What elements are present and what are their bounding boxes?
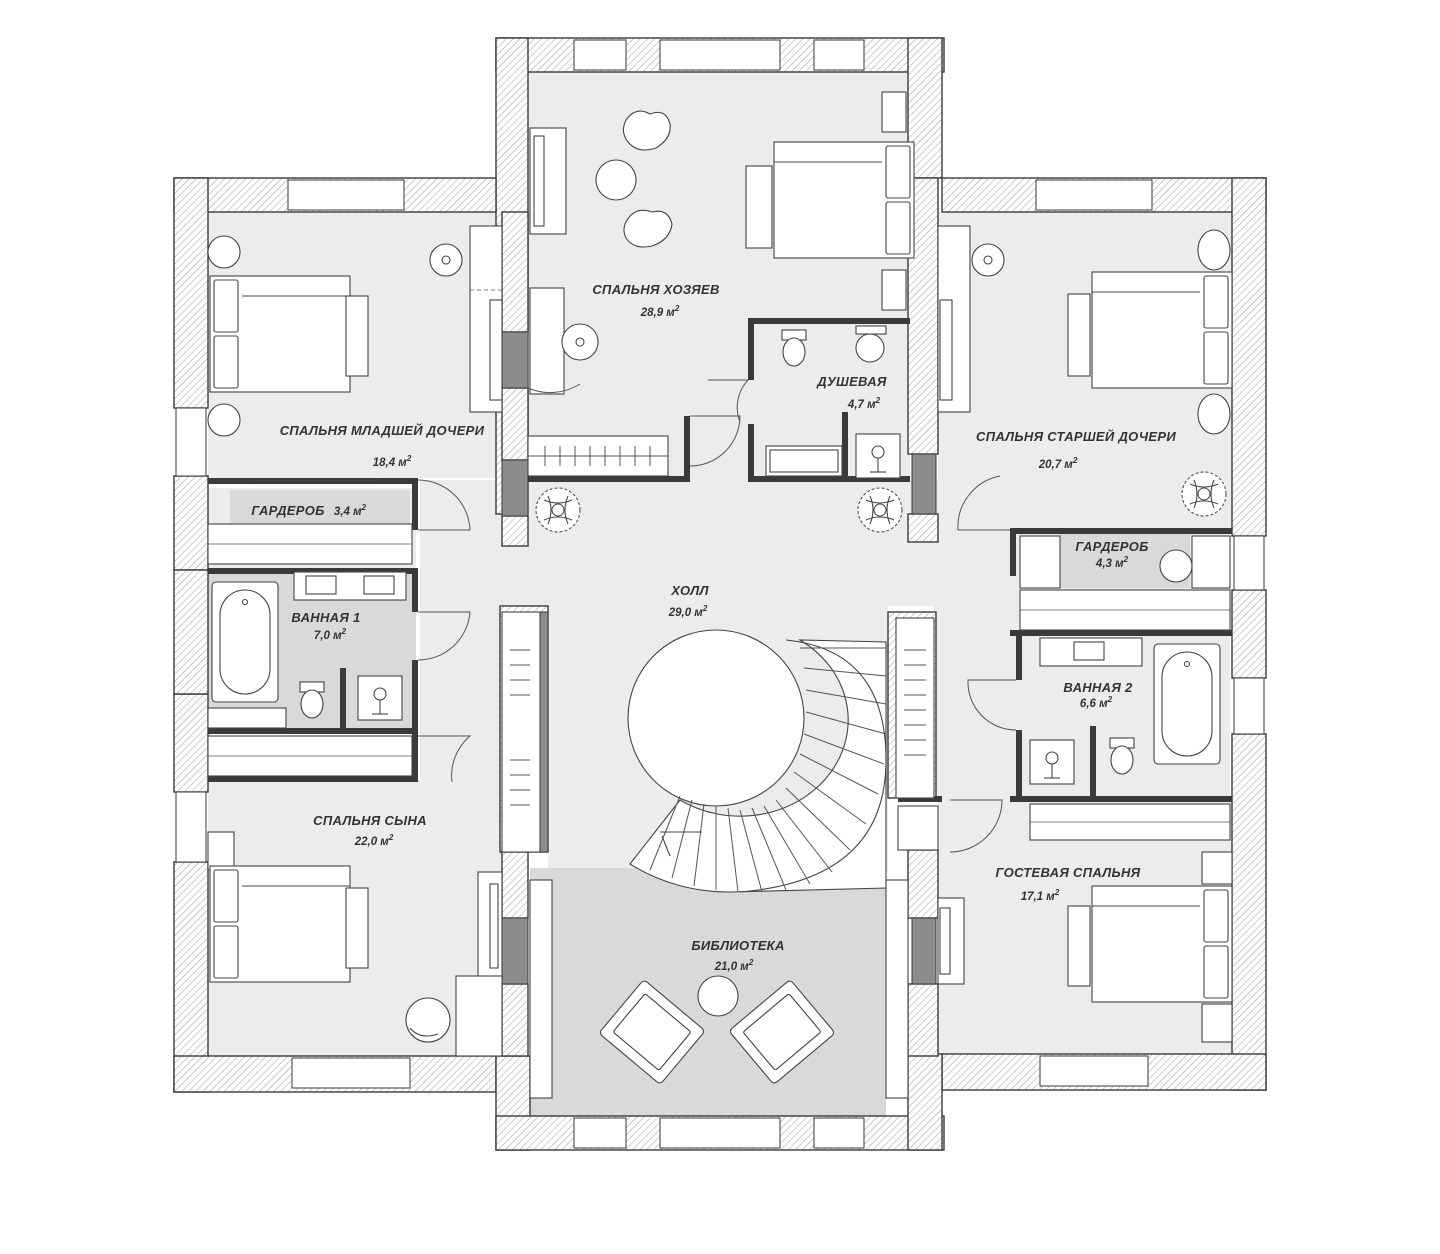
master-bedroom-name: СПАЛЬНЯ ХОЗЯЕВ [592, 282, 719, 297]
son-bedroom-name: СПАЛЬНЯ СЫНА [313, 813, 427, 828]
library [529, 879, 909, 1099]
svg-text:6,6 м2: 6,6 м2 [1080, 695, 1113, 710]
library-area: 21,0 м [714, 961, 750, 973]
partitions [208, 318, 1232, 802]
bathtub-icon [211, 581, 279, 703]
son-bedroom [207, 831, 503, 1057]
sink-icon [855, 333, 885, 363]
guest-bedroom [897, 803, 1233, 1043]
son-closet [207, 735, 413, 777]
round-table-icon [697, 975, 739, 1017]
younger-daughter-name: СПАЛЬНЯ МЛАДШЕЙ ДОЧЕРИ [280, 422, 485, 438]
hall-area: 29,0 м [668, 607, 704, 619]
nightstand-icon [207, 235, 241, 269]
wardrobe-1-name: ГАРДЕРОБ [251, 503, 324, 518]
bath-1-name: ВАННАЯ 1 [291, 610, 360, 625]
bath-2-area: 6,6 м [1080, 698, 1108, 710]
svg-text:20,7 м2: 20,7 м2 [1038, 456, 1078, 471]
guest-bedroom-area: 17,1 м [1021, 891, 1056, 903]
plant-icon [535, 487, 581, 533]
bench-icon [345, 295, 369, 377]
svg-text:17,1 м2: 17,1 м2 [1021, 888, 1060, 903]
door-swing-icon [417, 332, 1017, 853]
guest-bedroom-name: ГОСТЕВАЯ СПАЛЬНЯ [996, 865, 1141, 880]
younger-daughter-bedroom [207, 225, 503, 437]
svg-text:29,0 м2: 29,0 м2 [668, 604, 708, 619]
room-labels: СПАЛЬНЯ ХОЗЯЕВ 28,9 м2 ДУШЕВАЯ 4,7 м2 СП… [251, 282, 1176, 973]
windows [175, 39, 1265, 1149]
svg-text:7,0 м2: 7,0 м2 [314, 627, 347, 642]
library-name: БИБЛИОТЕКА [691, 938, 784, 953]
younger-daughter-area: 18,4 м [373, 457, 408, 469]
hall [501, 471, 1227, 853]
older-daughter-bedroom [937, 225, 1233, 435]
older-daughter-name: СПАЛЬНЯ СТАРШЕЙ ДОЧЕРИ [976, 428, 1176, 444]
shower-area: 4,7 м [847, 399, 876, 411]
master-bedroom [527, 91, 915, 477]
wardrobe-2-name: ГАРДЕРОБ [1075, 539, 1148, 554]
double-bed-icon [773, 141, 915, 259]
wall-piers [501, 331, 937, 985]
bath-1 [207, 571, 407, 729]
spiral-staircase-icon [627, 629, 887, 893]
floors [208, 72, 1232, 1118]
wardrobe-2-area: 4,3 м [1095, 558, 1124, 570]
svg-text:4,3 м2: 4,3 м2 [1095, 555, 1129, 570]
bath-2-name: ВАННАЯ 2 [1063, 680, 1133, 695]
svg-text:22,0 м2: 22,0 м2 [354, 833, 394, 848]
wardrobe-1-area: 3,4 м [334, 506, 362, 518]
svg-text:28,9 м2: 28,9 м2 [640, 304, 680, 319]
older-daughter-area: 20,7 м [1038, 459, 1074, 471]
shower-icon [855, 433, 901, 479]
svg-text:18,4 м2: 18,4 м2 [373, 454, 412, 469]
armchair-icon [595, 110, 673, 248]
svg-text:21,0 м2: 21,0 м2 [714, 958, 754, 973]
svg-text:4,7 м2: 4,7 м2 [847, 396, 881, 411]
wardrobe-2 [1019, 535, 1231, 631]
armchair-icon [405, 997, 451, 1043]
wardrobe-1 [207, 479, 413, 565]
toilet-icon [781, 329, 807, 367]
bath-1-area: 7,0 м [314, 630, 342, 642]
shower-name: ДУШЕВАЯ [816, 374, 887, 389]
svg-text:3,4 м2: 3,4 м2 [334, 503, 367, 518]
master-bedroom-area: 28,9 м [640, 307, 676, 319]
hall-name: ХОЛЛ [670, 583, 709, 598]
son-bedroom-area: 22,0 м [354, 836, 390, 848]
bath-2 [1029, 637, 1221, 785]
shower-room [765, 325, 901, 479]
